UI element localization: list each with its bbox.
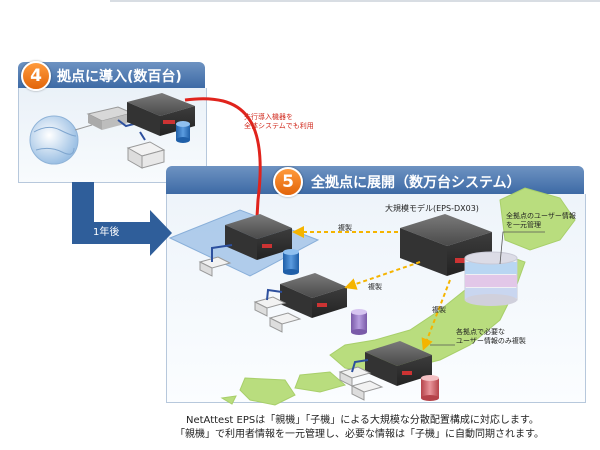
timeline-label: 1年後 bbox=[93, 227, 120, 238]
replication-label-c: 複製 bbox=[432, 306, 446, 314]
branch-note-line1: 各拠点で必要な bbox=[456, 328, 505, 336]
caption-line2: 「親機」で利用者情報を一元管理し、必要な情報は「子機」に自動同期されます。 bbox=[175, 429, 544, 440]
replication-label-b: 複製 bbox=[368, 283, 382, 291]
sync-arrows bbox=[292, 226, 451, 351]
branch-note-line2: ユーザー情報のみ複製 bbox=[456, 337, 526, 345]
database-icon bbox=[176, 121, 190, 143]
reuse-note-line2: 全体システムでも利用 bbox=[244, 122, 314, 130]
central-mgmt-note-line1: 全拠点のユーザー情報 bbox=[506, 212, 576, 220]
parent-db bbox=[464, 251, 518, 306]
branch-db-2 bbox=[351, 309, 367, 335]
step5-header bbox=[166, 166, 584, 194]
caption-line1: NetAttest EPSは「親機」「子機」による大規模な分散配置構成に対応しま… bbox=[186, 415, 539, 426]
branch-server-3 bbox=[365, 341, 432, 386]
step4-badge: 4 bbox=[21, 61, 51, 91]
step4-title: 拠点に導入(数百台) bbox=[57, 69, 182, 85]
step5-badge: 5 bbox=[273, 167, 303, 197]
branch-server-2 bbox=[280, 273, 347, 318]
client-pc-icon bbox=[126, 141, 166, 169]
callout-lines bbox=[430, 231, 545, 346]
branch-server-1 bbox=[225, 214, 292, 260]
replication-label-a: 複製 bbox=[338, 224, 352, 232]
reuse-note-line1: 先行導入機器を bbox=[244, 113, 293, 121]
globe-icon bbox=[29, 115, 79, 165]
eps-server-icon bbox=[127, 93, 195, 136]
central-mgmt-note-line2: を一元管理 bbox=[506, 221, 541, 229]
branch-db-1 bbox=[283, 249, 299, 275]
branch-db-3 bbox=[421, 375, 439, 401]
large-model-label: 大規模モデル(EPS-DX03) bbox=[385, 204, 479, 213]
top-rule bbox=[110, 0, 600, 2]
reuse-arrow bbox=[184, 97, 269, 246]
timeline-arrow bbox=[72, 182, 172, 256]
branch-links bbox=[211, 244, 369, 373]
step5-title: 全拠点に展開（数万台システム） bbox=[311, 175, 521, 191]
